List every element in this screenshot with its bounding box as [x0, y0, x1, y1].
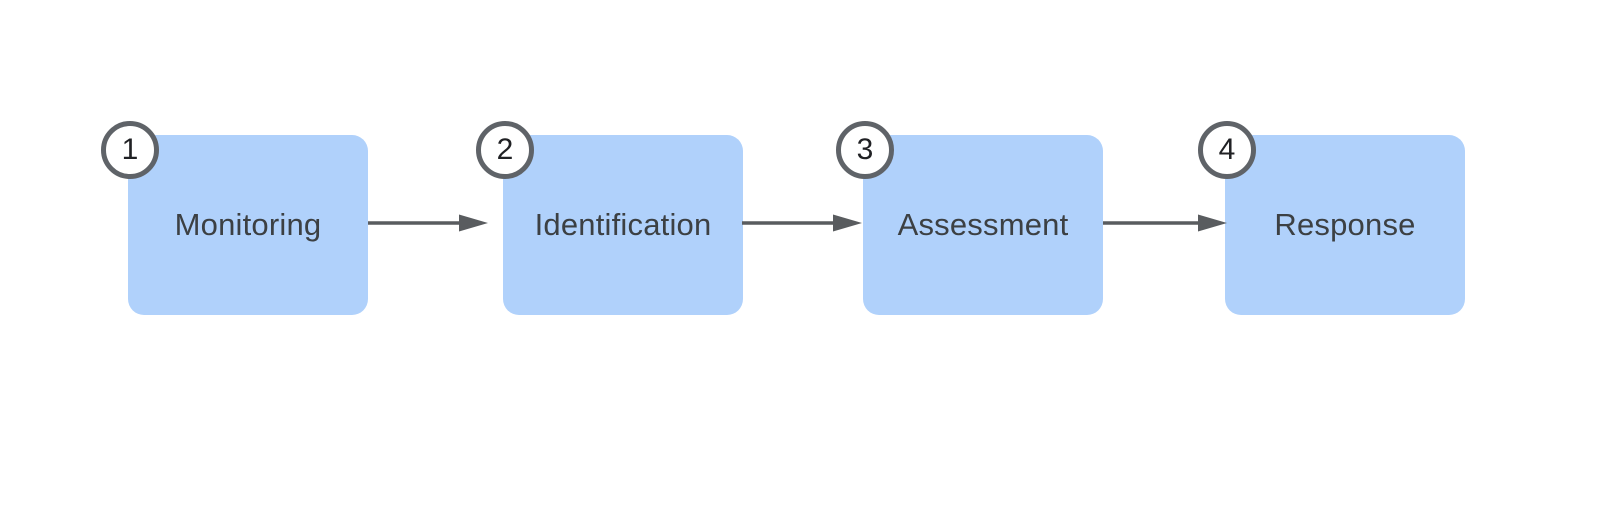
flow-step-assessment: Assessment 3 — [836, 121, 1103, 315]
flow-step-identification: Identification 2 — [476, 121, 743, 315]
step-label: Monitoring — [174, 207, 322, 242]
flow-step-monitoring: Monitoring 1 — [101, 121, 368, 315]
step-number-badge: 4 — [1198, 121, 1256, 179]
step-box: Identification — [503, 135, 743, 315]
step-number-badge: 1 — [101, 121, 159, 179]
step-label: Assessment — [897, 207, 1069, 242]
flow-step-response: Response 4 — [1198, 121, 1465, 315]
step-number-badge: 3 — [836, 121, 894, 179]
step-number-badge: 2 — [476, 121, 534, 179]
step-label: Identification — [534, 207, 712, 242]
step-box: Assessment — [863, 135, 1103, 315]
arrow-assessment-to-response — [1103, 214, 1227, 232]
arrow-monitoring-to-identification — [368, 214, 488, 232]
step-box: Monitoring — [128, 135, 368, 315]
arrow-identification-to-assessment — [742, 214, 862, 232]
step-label: Response — [1274, 207, 1416, 242]
step-box: Response — [1225, 135, 1465, 315]
